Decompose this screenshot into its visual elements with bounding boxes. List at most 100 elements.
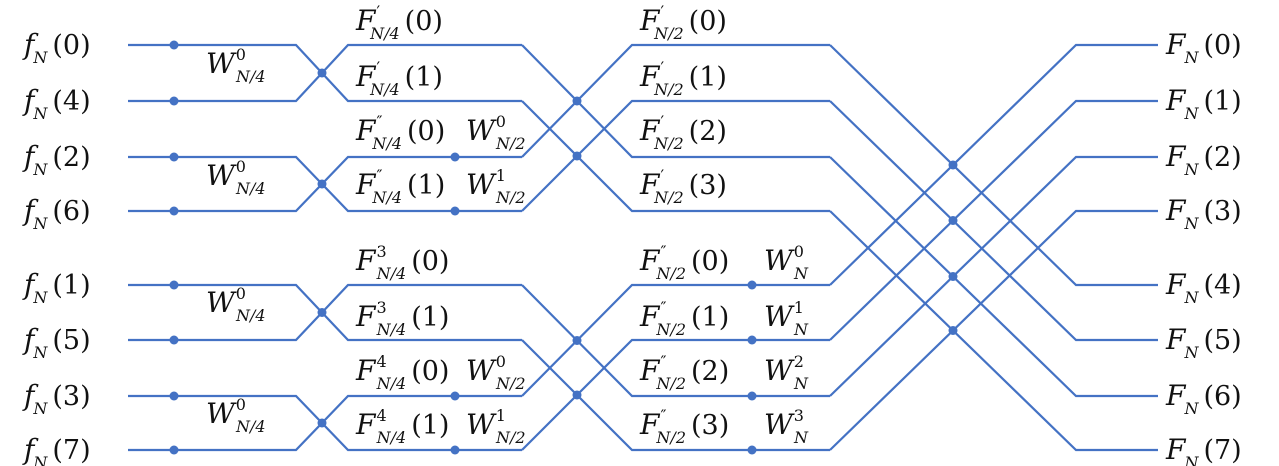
stage1-output-label-6-superscript: 4: [376, 352, 386, 371]
output-label-1-symbol: F: [1165, 84, 1187, 117]
stage2-output-label-3: F′N/2(3): [639, 166, 727, 207]
stage2-output-label-0: F′N/2(0): [639, 2, 727, 43]
stage3-twiddle-label-0-superscript: 0: [794, 242, 804, 261]
output-label-4-subscript: N: [1183, 288, 1199, 307]
stage3-twiddle-label-0-subscript: N: [793, 264, 809, 283]
input-label-0: fN(0): [22, 28, 91, 67]
stage1-output-label-2: F″N/4(0): [355, 112, 445, 153]
math-labels: fN(0)fN(4)fN(2)fN(6)fN(1)fN(5)fN(3)fN(7)…: [22, 2, 1242, 466]
stage2-output-label-3-superscript: ′: [660, 166, 664, 185]
stage2-wire-0: [521, 44, 830, 159]
stage1-output-label-0: F′N/4(0): [355, 2, 443, 43]
stage2-output-label-3-symbol: F: [639, 168, 661, 201]
stage2-twiddle-node-1: [450, 206, 460, 216]
stage1-output-label-1: F′N/4(1): [355, 58, 443, 99]
stage1-output-label-2-argument: (0): [407, 116, 445, 147]
stage2-output-label-6: F″N/2(2): [639, 352, 729, 393]
stage3-wire-3: [829, 210, 1158, 452]
stage2-twiddle-label-1-subscript: N/2: [495, 188, 526, 207]
junction-nodes: [169, 40, 958, 455]
stage2-output-label-0-symbol: F: [639, 4, 661, 37]
input-label-2-subscript: N: [32, 160, 48, 179]
stage2-output-label-5-subscript: N/2: [655, 320, 686, 339]
stage3-twiddle-label-3-symbol: W: [764, 408, 795, 441]
stage1-twiddle-label-1-symbol: W: [206, 159, 237, 192]
input-label-5-argument: (5): [52, 325, 90, 356]
stage1-output-label-0-argument: (0): [405, 6, 443, 37]
input-label-7-subscript: N: [32, 453, 48, 466]
stage3-wire-0: [829, 44, 1158, 287]
output-label-3-subscript: N: [1183, 214, 1199, 233]
output-label-3: FN(3): [1165, 194, 1242, 233]
output-label-7-subscript: N: [1183, 453, 1199, 466]
output-label-0-argument: (0): [1203, 30, 1241, 61]
stage2-twiddle-label-0-subscript: N/2: [495, 134, 526, 153]
stage2-cross-node-0: [572, 96, 582, 106]
stage2-output-label-3-argument: (3): [689, 170, 727, 201]
stage2-wire-1: [521, 100, 830, 213]
output-label-2-symbol: F: [1165, 140, 1187, 173]
stage3-wire-6: [829, 155, 1158, 397]
stage3-cross-node-0: [948, 160, 958, 170]
stage1-twiddle-label-2-superscript: 0: [236, 284, 246, 303]
output-label-6-symbol: F: [1165, 379, 1187, 412]
output-label-0-symbol: F: [1165, 28, 1187, 61]
stage1-output-label-0-subscript: N/4: [369, 24, 400, 43]
stage1-output-label-4-symbol: F: [355, 244, 377, 277]
stage1-output-label-2-subscript: N/4: [371, 134, 402, 153]
stage2-twiddle-node-2: [450, 391, 460, 401]
stage2-output-label-4-subscript: N/2: [655, 264, 686, 283]
stage3-wire-1: [829, 100, 1158, 342]
input-label-1: fN(4): [22, 84, 91, 123]
input-label-4-subscript: N: [32, 288, 48, 307]
input-node-7: [169, 445, 179, 455]
input-label-3: fN(6): [22, 194, 91, 233]
output-label-2-subscript: N: [1183, 160, 1199, 179]
stage1-output-label-5-argument: (1): [411, 302, 449, 333]
stage2-output-label-4-argument: (0): [691, 246, 729, 277]
stage2-output-label-5-superscript: ″: [660, 298, 666, 317]
stage1-output-label-5-superscript: 3: [376, 298, 386, 317]
stage3-wire-7: [829, 209, 1158, 451]
stage1-output-label-3-superscript: ″: [376, 166, 382, 185]
stage2-output-label-5-symbol: F: [639, 300, 661, 333]
stage2-twiddle-label-0-superscript: 0: [496, 112, 506, 131]
input-label-6: fN(3): [22, 379, 91, 418]
input-label-0-subscript: N: [32, 48, 48, 67]
stage2-output-label-2: F′N/2(2): [639, 112, 727, 153]
stage2-output-label-6-argument: (2): [691, 356, 729, 387]
input-label-1-argument: (4): [52, 86, 90, 117]
stage1-output-label-1-superscript: ′: [376, 58, 380, 77]
stage2-wire-5: [521, 339, 830, 452]
stage3-twiddle-label-1-subscript: N: [793, 320, 809, 339]
input-label-2-argument: (2): [52, 142, 90, 173]
stage2-output-label-4-symbol: F: [639, 244, 661, 277]
stage1-output-label-5-symbol: F: [355, 300, 377, 333]
stage3-twiddle-label-2-superscript: 2: [794, 352, 804, 371]
output-label-5-subscript: N: [1183, 343, 1199, 362]
output-label-5-symbol: F: [1165, 323, 1187, 356]
stage2-output-label-7-argument: (3): [691, 410, 729, 441]
stage2-output-label-4-superscript: ″: [660, 242, 666, 261]
stage2-twiddle-label-3-superscript: 1: [496, 406, 506, 425]
stage1-output-label-4-superscript: 3: [376, 242, 386, 261]
stage1-output-label-3-argument: (1): [407, 170, 445, 201]
stage1-output-label-0-symbol: F: [355, 4, 377, 37]
input-node-1: [169, 96, 179, 106]
stage1-cross-node-3: [317, 418, 327, 428]
stage2-output-label-0-argument: (0): [689, 6, 727, 37]
stage1-output-label-2-symbol: F: [355, 114, 377, 147]
input-node-6: [169, 391, 179, 401]
output-label-3-argument: (3): [1203, 196, 1241, 227]
input-label-4: fN(1): [22, 268, 91, 307]
stage1-twiddle-label-0-superscript: 0: [236, 45, 246, 64]
input-label-0-argument: (0): [52, 30, 90, 61]
stage1-twiddle-label-3-superscript: 0: [236, 395, 246, 414]
